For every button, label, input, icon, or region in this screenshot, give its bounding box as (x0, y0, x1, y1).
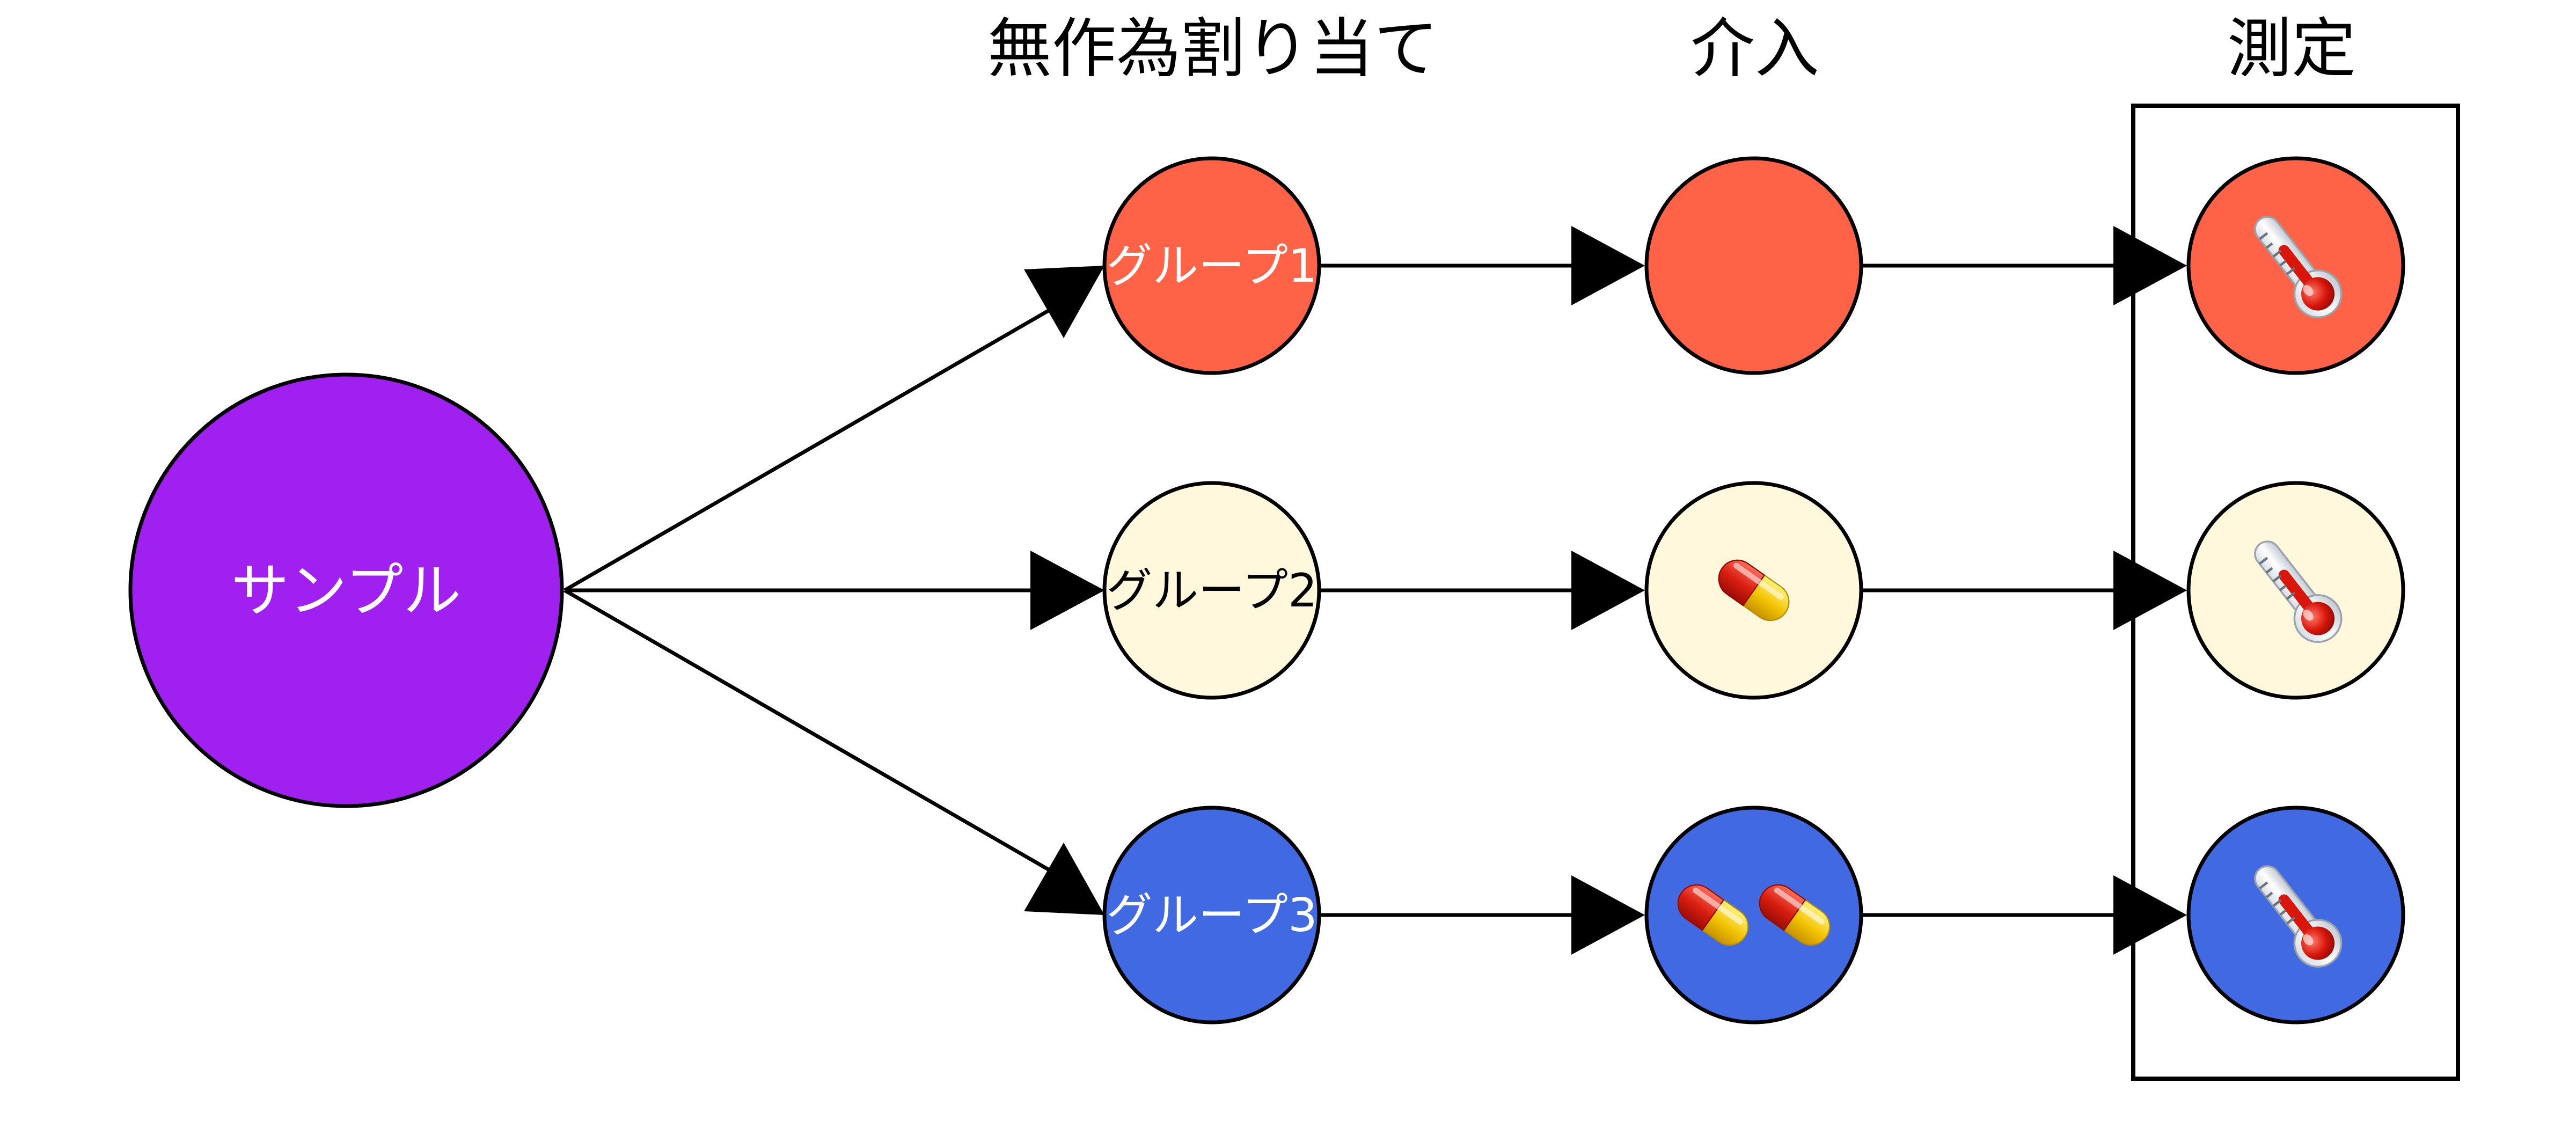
edge-sample-group1 (564, 294, 1074, 592)
arrowhead-measure3 (2113, 875, 2187, 955)
arrowhead-group1 (1024, 266, 1104, 338)
group3-label: グループ3 (1106, 889, 1318, 942)
randomization-header: 無作為割り当て (987, 12, 1438, 86)
arrowhead-measure1 (2113, 226, 2187, 305)
intervention1-node (1644, 156, 1863, 375)
intervention-header: 介入 (1690, 12, 1819, 86)
intervention-column (1644, 156, 1863, 1024)
arrowhead-group3 (1024, 843, 1104, 915)
arrowhead-intervention2 (1571, 551, 1645, 630)
sample-node (128, 372, 564, 808)
arrowhead-group2 (1030, 551, 1104, 630)
sample-label: サンプル (231, 558, 462, 625)
arrowhead-intervention3 (1571, 875, 1645, 955)
group-column: グループ1 グループ2 グループ3 (1102, 156, 1321, 1024)
group2-node (1102, 481, 1321, 700)
measurement-column (2186, 156, 2405, 1024)
measurement-header: 測定 (2227, 12, 2356, 86)
group1-label: グループ1 (1106, 239, 1318, 293)
intervention3-node (1644, 806, 1863, 1024)
arrowhead-measure2 (2113, 551, 2187, 630)
arrowhead-intervention1 (1571, 226, 1645, 305)
group1-node (1102, 156, 1321, 375)
group2-label: グループ2 (1106, 564, 1318, 618)
group3-node (1102, 806, 1321, 1024)
edges (564, 226, 2187, 955)
edge-sample-group3 (564, 588, 1074, 886)
